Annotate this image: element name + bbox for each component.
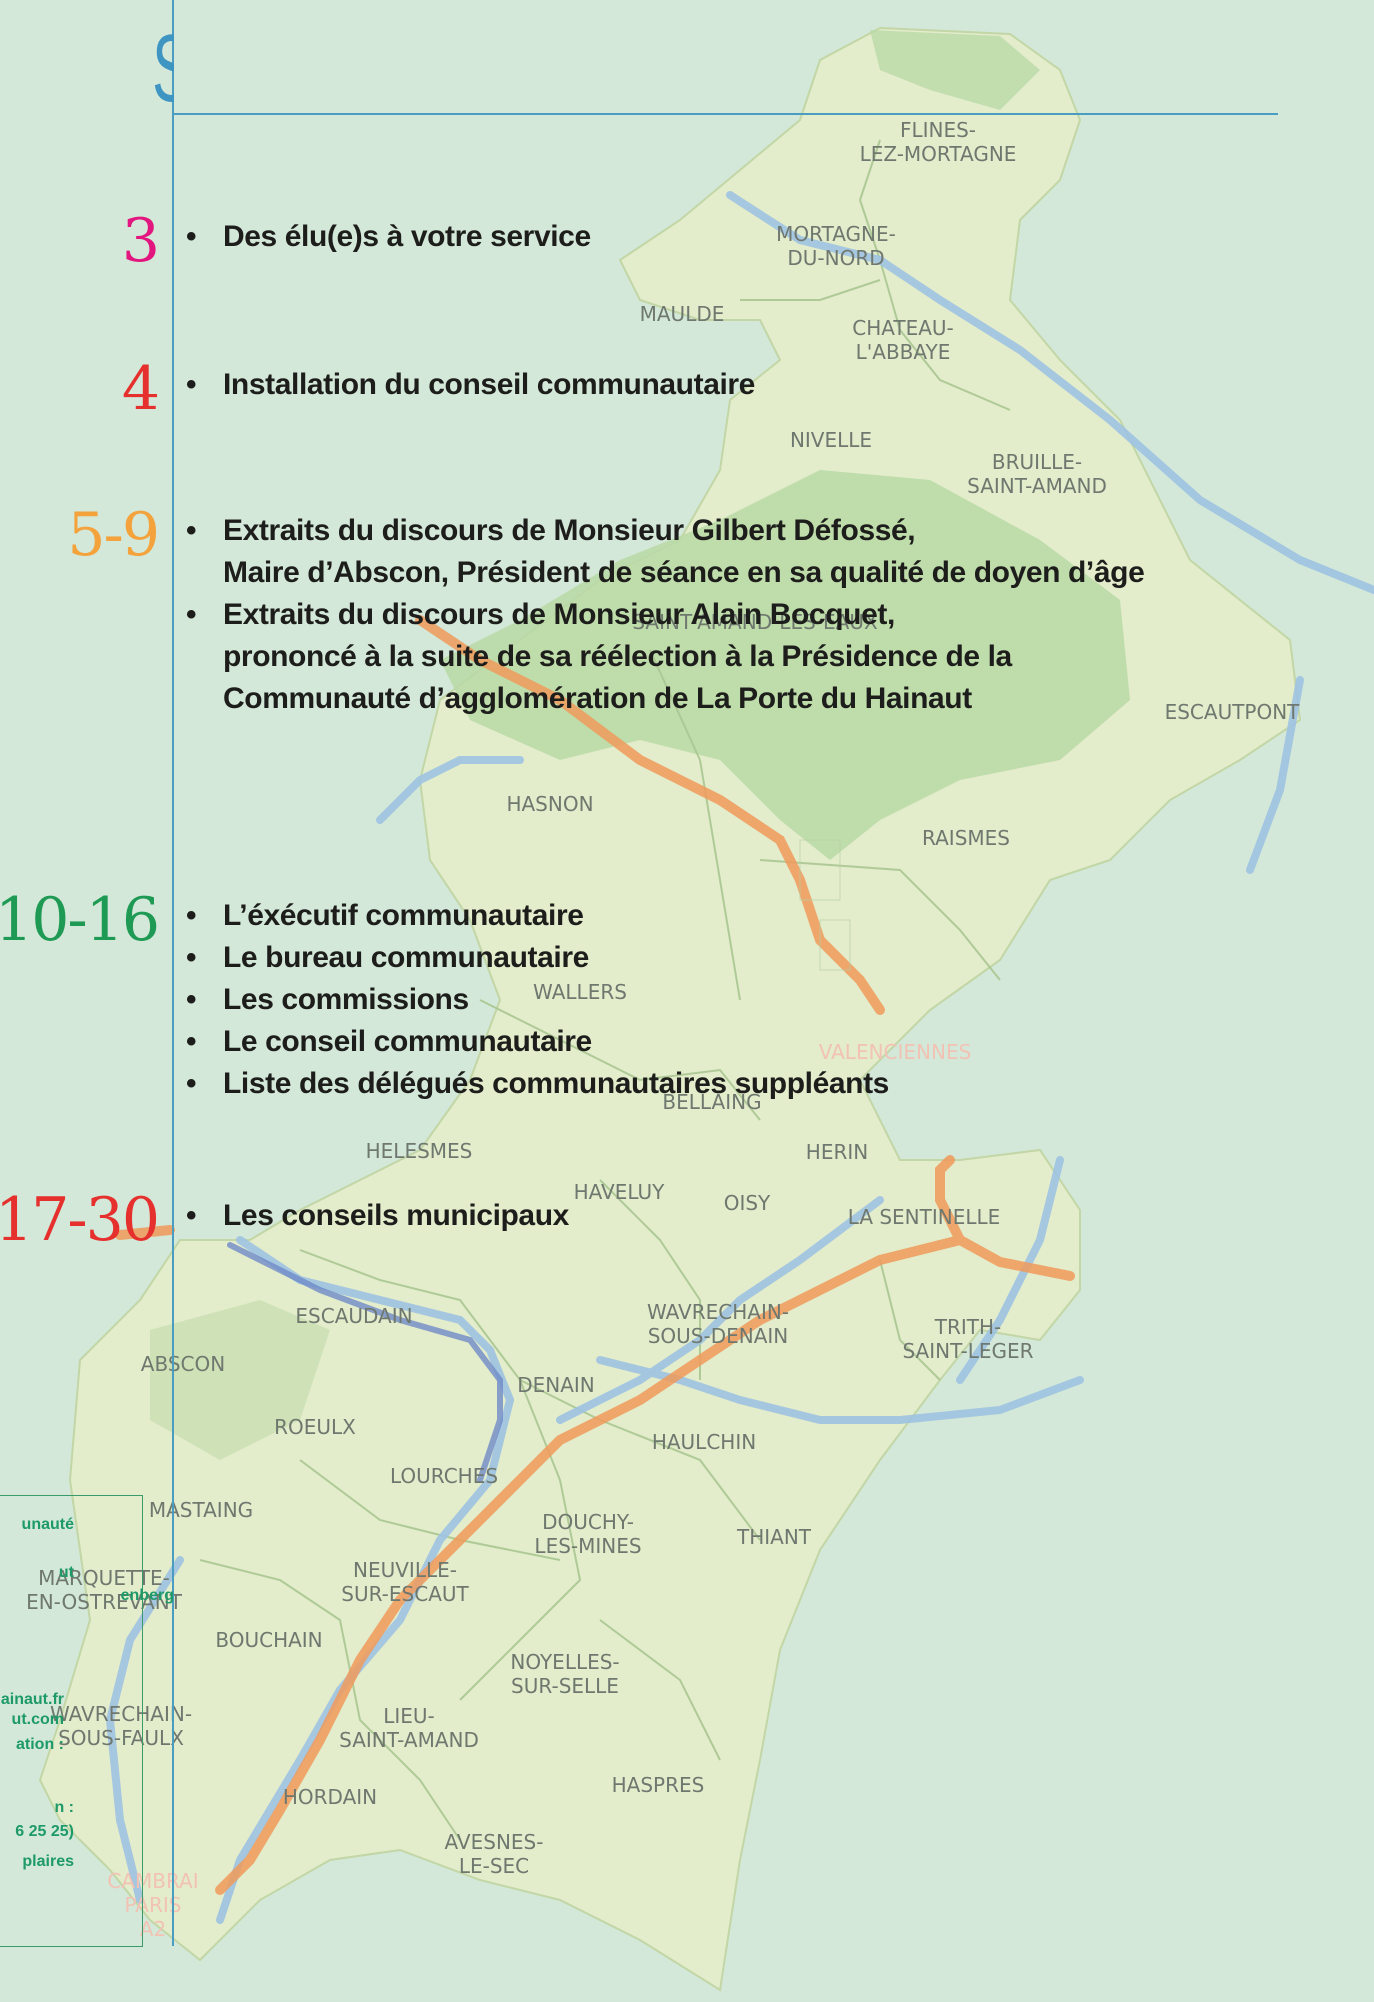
toc-item: Installation du conseil communautaire <box>186 364 755 406</box>
toc-page-number: 5-9 <box>67 500 160 570</box>
colophon-line: ut <box>58 1564 74 1581</box>
town-label: MARQUETTE- EN-OSTREVANT <box>26 1566 182 1614</box>
town-label: CAMBRAI PARIS A2 <box>107 1869 199 1941</box>
colophon-line: enberg <box>120 1587 174 1604</box>
horizontal-rule <box>172 113 1278 115</box>
colophon-line: unauté <box>21 1516 74 1533</box>
colophon-line: plaires <box>22 1853 74 1870</box>
toc-items: Extraits du discours de Monsieur Gilbert… <box>186 510 1145 720</box>
town-label: HASNON <box>506 792 594 816</box>
town-label: HERIN <box>805 1140 869 1164</box>
toc-item: Des élu(e)s à votre service <box>186 216 591 258</box>
town-label: LOURCHES <box>389 1464 499 1488</box>
page-title: Sommaire <box>0 14 174 124</box>
town-label: MAULDE <box>639 302 725 326</box>
town-label: AVESNES- LE-SEC <box>444 1830 544 1878</box>
town-label: NOYELLES- SUR-SELLE <box>510 1650 620 1698</box>
town-label: TRITH- SAINT-LEGER <box>902 1315 1034 1363</box>
toc-page-number: 10-16 <box>0 885 160 955</box>
map-forest-south <box>150 1300 330 1460</box>
rivers <box>105 191 1374 1924</box>
toc-items: Les conseils municipaux <box>186 1195 569 1237</box>
town-label: THIANT <box>736 1525 812 1549</box>
toc-page-number: 17-30 <box>0 1185 160 1255</box>
town-label: HAVELUY <box>573 1180 665 1204</box>
toc-item: Le conseil communautaire <box>186 1021 889 1063</box>
town-label: RAISMES <box>922 826 1010 850</box>
town-label: WAVRECHAIN- SOUS-DENAIN <box>646 1300 790 1348</box>
town-label: HELESMES <box>365 1139 473 1163</box>
town-label: NIVELLE <box>789 428 873 452</box>
town-label: ABSCON <box>140 1352 226 1376</box>
canal <box>227 1242 503 1483</box>
colophon-line: ainaut.fr <box>0 1691 64 1708</box>
map-forest-north <box>870 30 1040 110</box>
toc-page-number: 3 <box>121 206 160 276</box>
town-label: DENAIN <box>517 1373 595 1397</box>
toc-page-number: 4 <box>121 354 160 424</box>
town-label: HORDAIN <box>282 1785 378 1809</box>
vertical-rule <box>172 0 174 1946</box>
town-label: ESCAUDAIN <box>295 1304 413 1328</box>
colophon-line: 6 25 25) <box>15 1823 74 1840</box>
toc-item: Le bureau communautaire <box>186 937 889 979</box>
toc-item: L’éxécutif communautaire <box>186 895 889 937</box>
town-label: LA SENTINELLE <box>847 1205 1001 1229</box>
town-label: MASTAING <box>148 1498 254 1522</box>
town-label: OISY <box>723 1191 771 1215</box>
town-label: NEUVILLE- SUR-ESCAUT <box>341 1558 469 1606</box>
town-label: HAULCHIN <box>651 1430 757 1454</box>
toc-item: Extraits du discours de Monsieur Alain B… <box>186 594 1144 720</box>
town-label: MORTAGNE- DU-NORD <box>776 222 896 270</box>
toc-items: Des élu(e)s à votre service <box>186 216 591 258</box>
toc-items: L’éxécutif communautaireLe bureau commun… <box>186 895 889 1105</box>
town-label: BRUILLE- SAINT-AMAND <box>967 450 1107 498</box>
town-label: CHATEAU- L'ABBAYE <box>852 316 954 364</box>
colophon-box <box>0 1495 143 1947</box>
colophon-line: n : <box>54 1799 74 1816</box>
town-label: ROEULX <box>274 1415 356 1439</box>
toc-items: Installation du conseil communautaire <box>186 364 755 406</box>
toc-item: Les conseils municipaux <box>186 1195 569 1237</box>
colophon-line: ut.com <box>11 1711 64 1728</box>
town-label: ESCAUTPONT <box>1164 700 1300 724</box>
toc-item: Les commissions <box>186 979 889 1021</box>
town-label: HASPRES <box>611 1773 705 1797</box>
town-label: FLINES- LEZ-MORTAGNE <box>859 118 1017 166</box>
town-label: DOUCHY- LES-MINES <box>534 1510 642 1558</box>
page-title-text: Sommaire <box>152 14 174 124</box>
town-label: BOUCHAIN <box>215 1628 323 1652</box>
toc-item: Extraits du discours de Monsieur Gilbert… <box>186 510 1145 594</box>
town-label: LIEU- SAINT-AMAND <box>339 1704 479 1752</box>
town-label: WAVRECHAIN- SOUS-FAULX <box>49 1702 193 1750</box>
colophon-line: ation : <box>16 1736 64 1753</box>
toc-item: Liste des délégués communautaires supplé… <box>186 1063 889 1105</box>
